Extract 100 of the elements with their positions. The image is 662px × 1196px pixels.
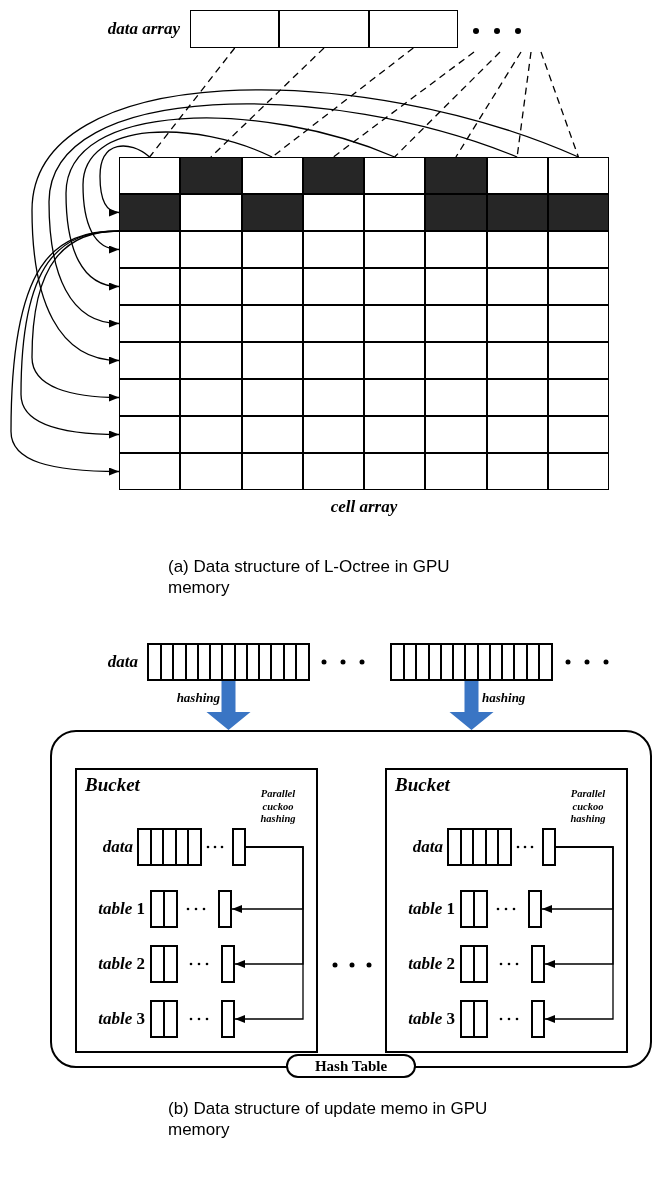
array-cell: [302, 305, 364, 342]
array-cell: [547, 268, 609, 305]
array-cell: [486, 416, 548, 453]
array-cell: [486, 453, 548, 490]
array-cell: [241, 231, 303, 268]
array-block: [150, 945, 178, 983]
array-block: [447, 828, 512, 866]
block-arrow: [449, 681, 494, 730]
array-block: [137, 828, 202, 866]
array-cell: [542, 828, 556, 866]
array-cell: [119, 305, 181, 342]
array-cell: [425, 231, 487, 268]
curved-arrow: [99, 145, 151, 216]
figure-caption: (b) Data structure of update memo in GPU memory: [168, 1098, 489, 1140]
array-cell: [302, 342, 364, 379]
bucket-panel: [385, 768, 628, 1053]
panel-title: Bucket: [85, 774, 140, 796]
array-cell: [547, 342, 609, 379]
array-block: [150, 1000, 178, 1038]
filled-cell: [119, 194, 181, 231]
array-cell: [486, 268, 548, 305]
array-cell: [425, 416, 487, 453]
array-cell: [368, 10, 458, 48]
curved-arrow: [65, 117, 396, 290]
array-cell: [241, 379, 303, 416]
figure-caption: (a) Data structure of L-Octree in GPU memory: [168, 556, 451, 598]
array-block: [460, 1000, 488, 1038]
array-cell: [364, 305, 426, 342]
array-cell: [180, 416, 242, 453]
array-cell: [241, 416, 303, 453]
array-cell: [180, 305, 242, 342]
filled-cell: [180, 157, 242, 194]
row-label: data array: [106, 19, 180, 39]
array-cell: [425, 342, 487, 379]
filled-cell: [302, 157, 364, 194]
row-label: table 1: [407, 899, 455, 919]
array-cell: [302, 268, 364, 305]
array-cell: [119, 231, 181, 268]
array-cell: [180, 342, 242, 379]
array-cell: [302, 194, 364, 231]
array-cell: [190, 10, 280, 48]
array-cell: [119, 453, 181, 490]
array-cell: [425, 268, 487, 305]
block-arrow: [206, 681, 251, 730]
array-cell: [547, 231, 609, 268]
data-array: [147, 643, 310, 681]
data-array: [390, 643, 553, 681]
row-label: table 1: [97, 899, 145, 919]
array-cell: [119, 157, 181, 194]
array-cell: [547, 453, 609, 490]
array-cell: [302, 231, 364, 268]
array-cell: [531, 1000, 545, 1038]
bucket-panel: [75, 768, 318, 1053]
array-cell: [486, 379, 548, 416]
array-cell: [364, 194, 426, 231]
array-cell: [302, 453, 364, 490]
array-block: [150, 890, 178, 928]
array-cell: [364, 416, 426, 453]
array-block: [460, 945, 488, 983]
array-cell: [180, 268, 242, 305]
array-cell: [364, 268, 426, 305]
array-cell: [119, 379, 181, 416]
array-cell: [364, 342, 426, 379]
row-label: table 3: [407, 1009, 455, 1029]
array-cell: [241, 157, 303, 194]
array-cell: [119, 268, 181, 305]
array-cell: [241, 342, 303, 379]
cell-array-grid: [119, 157, 609, 490]
filled-cell: [425, 194, 487, 231]
branch-arrow: [234, 846, 304, 1023]
array-cell: [302, 416, 364, 453]
data-array: [190, 10, 458, 48]
array-cell: [221, 945, 235, 983]
array-cell: [302, 379, 364, 416]
array-cell: [547, 157, 609, 194]
array-cell: [486, 231, 548, 268]
filled-cell: [241, 194, 303, 231]
filled-cell: [425, 157, 487, 194]
array-cell: [241, 305, 303, 342]
curved-arrow: [31, 89, 580, 364]
array-cell: [486, 157, 548, 194]
array-cell: [425, 453, 487, 490]
row-label: table 2: [97, 954, 145, 974]
array-cell: [221, 1000, 235, 1038]
table-name-tab: Hash Table: [286, 1054, 416, 1078]
array-cell: [241, 453, 303, 490]
array-cell: [218, 890, 232, 928]
array-cell: [425, 379, 487, 416]
array-cell: [486, 342, 548, 379]
array-cell: [119, 342, 181, 379]
array-cell: [180, 379, 242, 416]
array-cell: [364, 453, 426, 490]
array-cell: [528, 890, 542, 928]
array-cell: [486, 305, 548, 342]
array-label: cell array: [329, 497, 399, 517]
array-cell: [279, 10, 369, 48]
branch-arrow: [544, 846, 614, 1023]
array-cell: [531, 945, 545, 983]
array-cell: [241, 268, 303, 305]
filled-cell: [547, 194, 609, 231]
